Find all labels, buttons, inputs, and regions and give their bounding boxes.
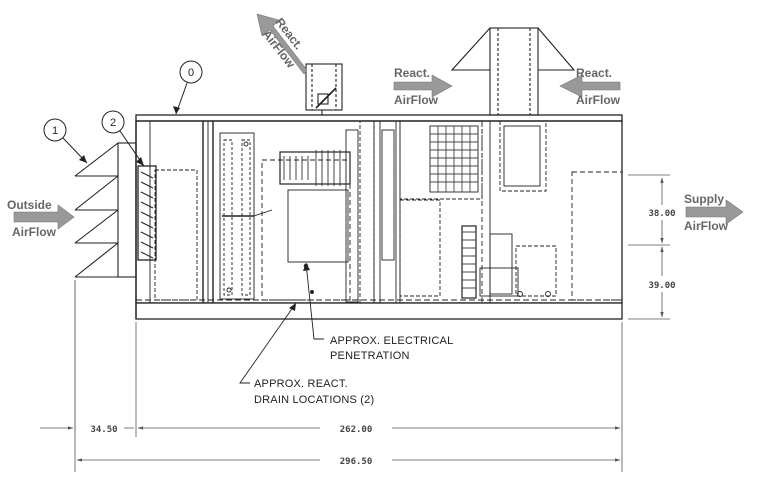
react-airflow-right-indicator: React. AirFlow: [559, 66, 621, 107]
react-center-label-1: React.: [394, 66, 430, 80]
dim-hood-width: 34.50: [90, 425, 117, 435]
drain-locations-note: APPROX. REACT. DRAIN LOCATIONS (2): [239, 302, 374, 406]
callout-1: 1: [43, 118, 88, 164]
supply-airflow-label-2: AirFlow: [684, 219, 729, 233]
supply-airflow-label-1: Supply: [684, 192, 724, 206]
react-intake-hood: [450, 27, 576, 116]
callout-2: 2: [101, 110, 145, 167]
dimension-labels: 38.00 39.00 34.50 262.00 296.50: [90, 209, 675, 467]
inlet-damper: [137, 165, 157, 261]
react-exhaust-hood: [305, 63, 343, 115]
unit-housing: [135, 114, 623, 320]
drain-note-line-2: DRAIN LOCATIONS (2): [254, 394, 374, 406]
outside-airflow-label-2: AirFlow: [12, 225, 57, 239]
dim-lower-height: 39.00: [648, 281, 675, 291]
react-right-label-2: AirFlow: [576, 93, 621, 107]
react-right-label-1: React.: [576, 66, 612, 80]
dim-upper-height: 38.00: [648, 209, 675, 219]
supply-airflow-indicator: Supply AirFlow: [684, 192, 744, 233]
callout-1-label: 1: [52, 125, 58, 137]
drain-note-line-1: APPROX. REACT.: [254, 378, 348, 390]
callout-2-label: 2: [110, 117, 116, 129]
outside-airflow-label-1: Outside: [7, 198, 52, 212]
dim-overall-length: 296.50: [340, 457, 373, 467]
dimension-lines: [40, 174, 670, 472]
dim-unit-length: 262.00: [340, 425, 373, 435]
callout-0: 0: [173, 60, 203, 115]
outside-airflow-indicator: Outside AirFlow: [7, 198, 75, 239]
electrical-note-line-2: PENETRATION: [330, 350, 410, 362]
react-center-label-2: AirFlow: [394, 93, 439, 107]
electrical-note-line-1: APPROX. ELECTRICAL: [330, 335, 453, 347]
electrical-penetration-note: APPROX. ELECTRICAL PENETRATION: [303, 262, 453, 362]
callout-0-label: 0: [188, 67, 194, 79]
react-airflow-top-left-indicator: React. AirFlow: [256, 13, 308, 75]
react-airflow-center-indicator: React. AirFlow: [393, 66, 453, 107]
internal-components: [136, 120, 623, 304]
outside-air-hood: [74, 142, 137, 430]
